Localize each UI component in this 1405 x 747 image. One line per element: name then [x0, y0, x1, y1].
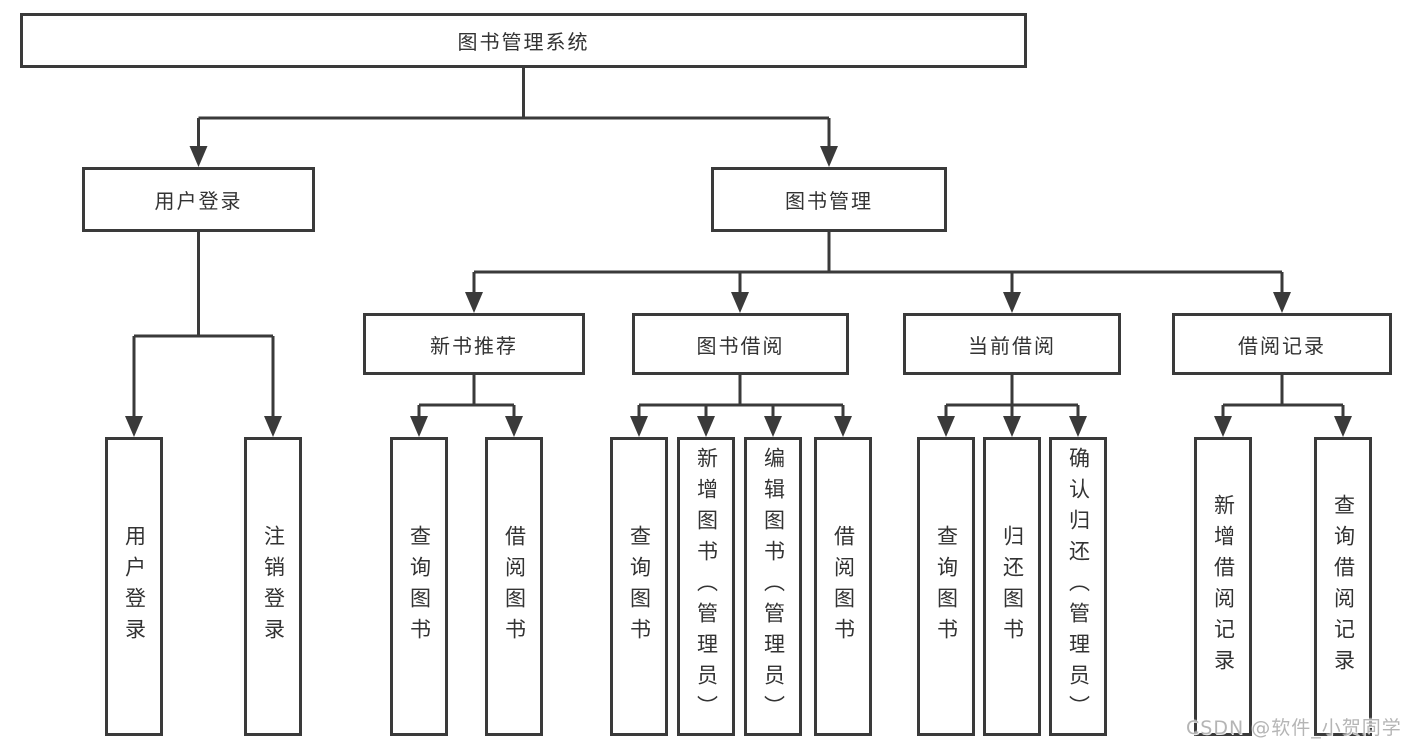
leaf-edit-book-admin-label: 编辑图书（管理员） — [761, 447, 786, 726]
leaf-confirm-return-admin-label: 确认归还（管理员） — [1066, 447, 1091, 726]
leaf-return-books-label: 归还图书 — [1000, 524, 1025, 649]
leaf-query-books-borrowing-label: 查询图书 — [627, 524, 652, 649]
node-user-login-label: 用户登录 — [154, 189, 243, 213]
connector-book-borrowing — [630, 375, 852, 437]
node-current-borrowing: 当前借阅 — [903, 313, 1121, 375]
node-library-management-system-label: 图书管理系统 — [457, 30, 590, 54]
leaf-logout: 注销登录 — [244, 437, 302, 736]
leaf-return-books: 归还图书 — [983, 437, 1041, 736]
leaf-borrow-books-recommend-label: 借阅图书 — [502, 524, 527, 649]
leaf-logout-label: 注销登录 — [261, 524, 286, 649]
leaf-query-books-current: 查询图书 — [917, 437, 975, 736]
connector-borrowing-records — [1214, 375, 1352, 437]
leaf-add-book-admin: 新增图书（管理员） — [677, 437, 735, 736]
leaf-edit-book-admin: 编辑图书（管理员） — [744, 437, 802, 736]
leaf-query-books-current-label: 查询图书 — [934, 524, 959, 649]
connector-current-borrowing — [937, 375, 1087, 437]
node-book-borrowing: 图书借阅 — [632, 313, 849, 375]
leaf-user-login: 用户登录 — [105, 437, 163, 736]
node-book-management-label: 图书管理 — [785, 189, 873, 213]
connector-root — [189, 68, 838, 167]
connector-user-login — [125, 232, 282, 437]
leaf-query-books-borrowing: 查询图书 — [610, 437, 668, 736]
node-book-management: 图书管理 — [711, 167, 947, 232]
leaf-query-books-recommend-label: 查询图书 — [407, 524, 432, 649]
node-user-login: 用户登录 — [82, 167, 315, 232]
leaf-query-books-recommend: 查询图书 — [390, 437, 448, 736]
leaf-user-login-label: 用户登录 — [122, 524, 147, 649]
node-borrowing-records-label: 借阅记录 — [1238, 333, 1326, 358]
watermark: CSDN @软件_小贺同学 — [1186, 717, 1402, 739]
leaf-borrow-books-recommend: 借阅图书 — [485, 437, 543, 736]
node-book-borrowing-label: 图书借阅 — [696, 333, 785, 358]
connector-new-book-recommendation — [410, 375, 523, 437]
node-current-borrowing-label: 当前借阅 — [968, 333, 1056, 358]
node-library-management-system: 图书管理系统 — [20, 13, 1027, 68]
leaf-confirm-return-admin: 确认归还（管理员） — [1049, 437, 1107, 736]
leaf-borrow-books-borrowing-label: 借阅图书 — [831, 524, 856, 649]
node-new-book-recommendation-label: 新书推荐 — [430, 333, 518, 358]
node-borrowing-records: 借阅记录 — [1172, 313, 1392, 375]
leaf-add-borrow-record-label: 新增借阅记录 — [1211, 493, 1236, 680]
leaf-query-borrow-record: 查询借阅记录 — [1314, 437, 1372, 736]
leaf-add-borrow-record: 新增借阅记录 — [1194, 437, 1252, 736]
node-new-book-recommendation: 新书推荐 — [363, 313, 585, 375]
leaf-borrow-books-borrowing: 借阅图书 — [814, 437, 872, 736]
connector-book-management — [465, 232, 1291, 313]
leaf-query-borrow-record-label: 查询借阅记录 — [1331, 493, 1356, 680]
leaf-add-book-admin-label: 新增图书（管理员） — [694, 447, 719, 726]
